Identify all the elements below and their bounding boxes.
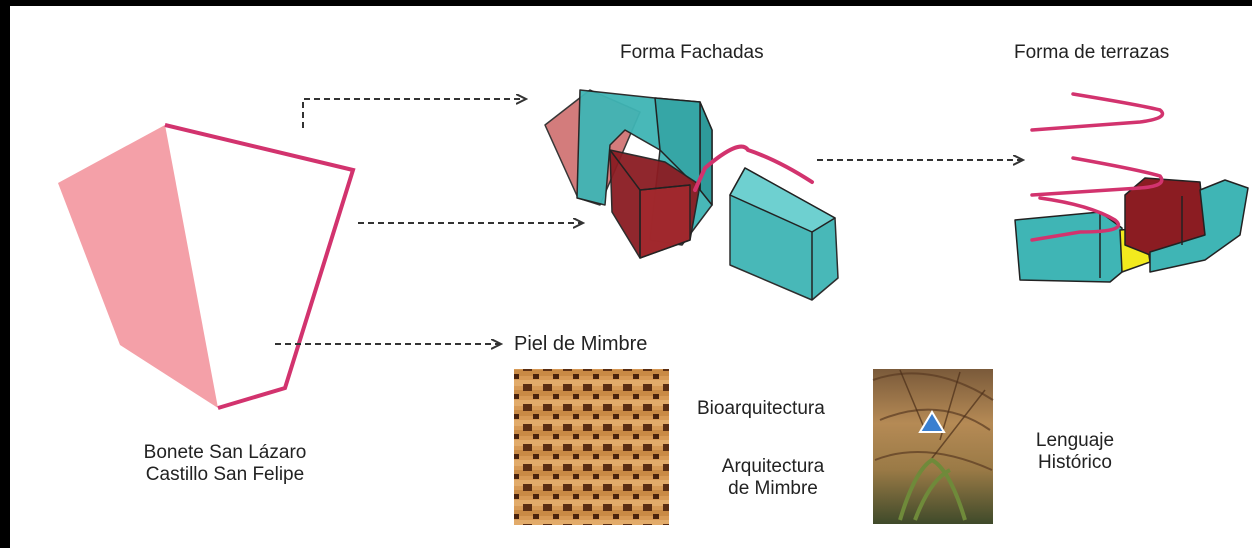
forma-terrazas-label: Forma de terrazas — [1014, 42, 1170, 63]
lenguaje-line2: Histórico — [1038, 452, 1112, 473]
bonete-shape — [58, 123, 356, 410]
bonete-label: Bonete San Lázaro Castillo San Felipe — [110, 442, 340, 486]
terrazas-model — [1014, 177, 1249, 283]
bonete-line1: Bonete San Lázaro — [143, 442, 307, 463]
arquitectura-mimbre-line1: Arquitectura — [721, 456, 825, 477]
piel-mimbre-label: Piel de Mimbre — [514, 333, 648, 355]
arquitectura-mimbre-label: Arquitectura de Mimbre — [708, 456, 838, 500]
wicker-texture — [514, 369, 669, 525]
fachadas-curve — [693, 144, 814, 192]
bioarquitectura-photo — [872, 369, 994, 524]
flow-arrows — [275, 99, 1022, 344]
bonete-line2: Castillo San Felipe — [145, 464, 305, 485]
forma-fachadas-label: Forma Fachadas — [620, 42, 764, 63]
terrazas-curves — [1030, 92, 1165, 242]
arquitectura-mimbre-line2: de Mimbre — [728, 478, 818, 499]
lenguaje-historico-label: Lenguaje Histórico — [1030, 430, 1120, 474]
bioarquitectura-label: Bioarquitectura — [697, 398, 825, 419]
lenguaje-line1: Lenguaje — [1035, 430, 1115, 451]
fachadas-model — [544, 89, 839, 301]
